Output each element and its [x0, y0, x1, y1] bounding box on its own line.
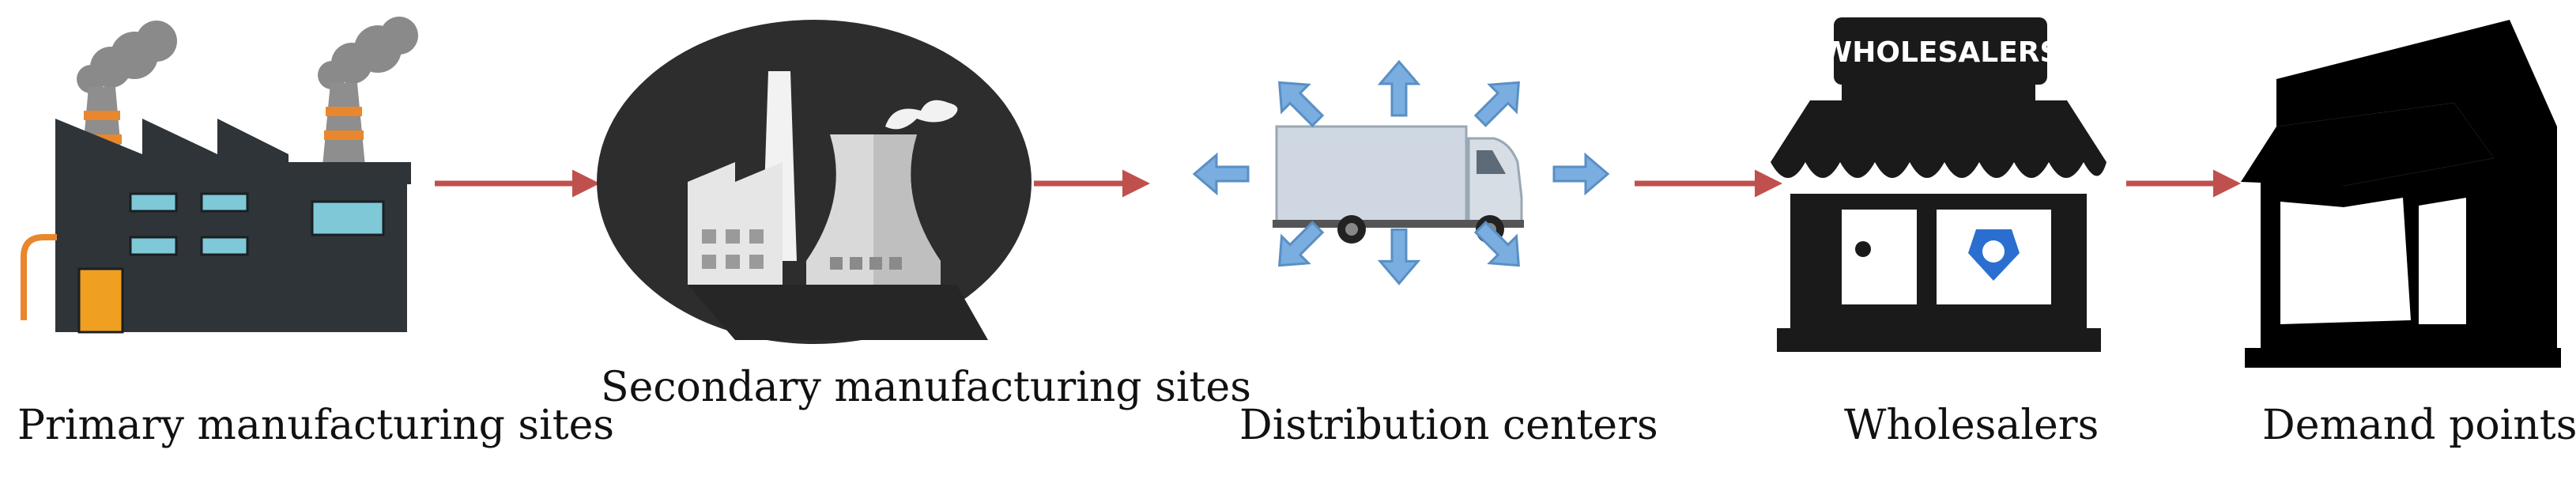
store-sign-text: WHOLESALERS [1821, 36, 2061, 69]
direction-arrow-1 [1377, 59, 1421, 117]
direction-arrows [1192, 59, 1610, 285]
label-secondary-manufacturing-sites: Secondary manufacturing sites [601, 364, 1251, 411]
direction-arrow-5 [1377, 228, 1421, 285]
label-distribution-centers: Distribution centers [1239, 402, 1658, 449]
factory-icon [21, 17, 418, 334]
direction-arrow-3 [1552, 152, 1610, 196]
direction-arrow-4 [1473, 221, 1520, 267]
label-demand-points: Demand points [2262, 402, 2576, 449]
direction-arrow-2 [1473, 81, 1520, 127]
label-wholesalers: Wholesalers [1844, 402, 2099, 449]
chimney-factory-icon [597, 20, 1032, 344]
direction-arrow-8 [1278, 81, 1325, 127]
direction-arrow-7 [1192, 152, 1250, 196]
storefront-icon [2241, 20, 2561, 368]
store-icon: WHOLESALERS [1771, 17, 2106, 352]
direction-arrow-6 [1278, 221, 1325, 267]
label-primary-manufacturing-sites: Primary manufacturing sites [17, 402, 615, 449]
